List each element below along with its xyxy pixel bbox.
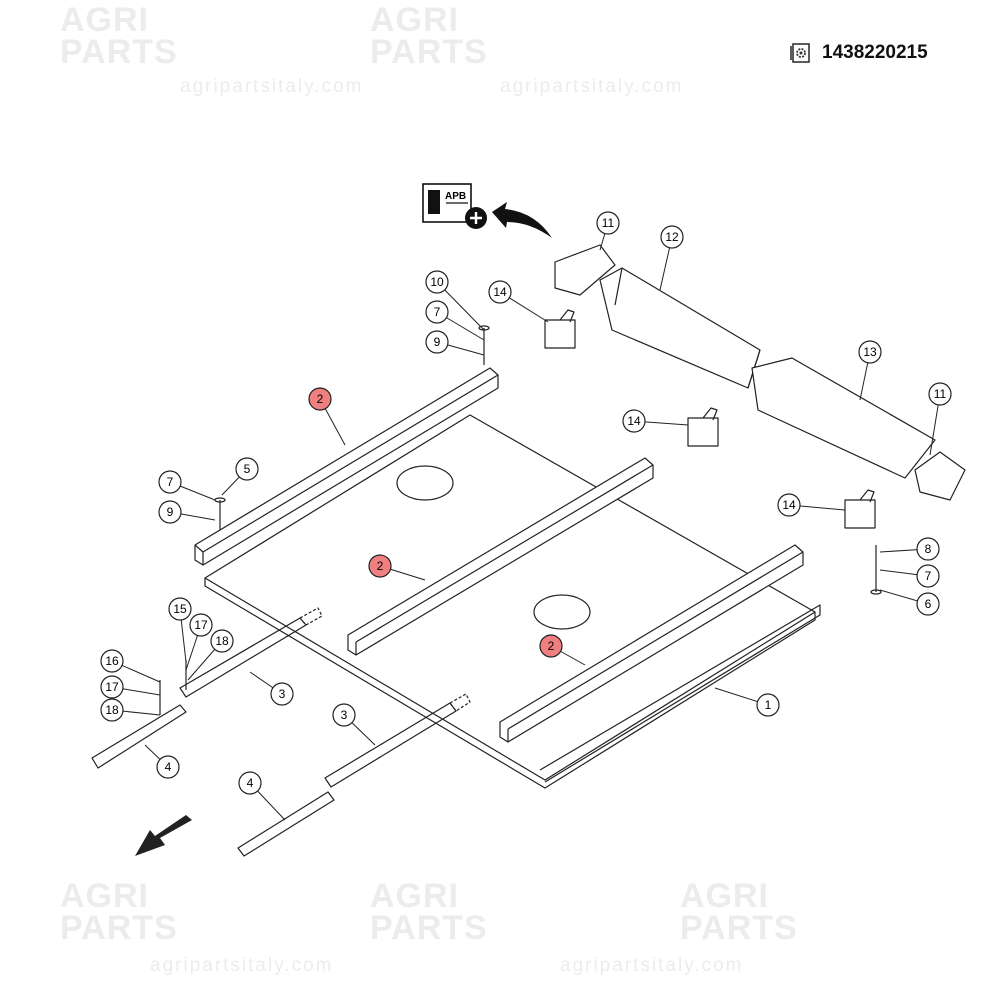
callout-15[interactable]: 15 bbox=[168, 597, 192, 621]
apb-add-badge[interactable]: APB bbox=[422, 183, 552, 238]
callout-10[interactable]: 10 bbox=[425, 270, 449, 294]
callout-number: 4 bbox=[247, 776, 254, 790]
front-strip[interactable] bbox=[91, 704, 187, 769]
apb-label: APB bbox=[445, 191, 466, 202]
callout-number: 18 bbox=[215, 634, 229, 648]
callout-number: 7 bbox=[434, 305, 441, 319]
callout-number: 8 bbox=[925, 542, 932, 556]
callout-number: 17 bbox=[194, 618, 208, 632]
callout-number: 4 bbox=[165, 760, 172, 774]
callout-number: 3 bbox=[279, 687, 286, 701]
callout-1[interactable]: 1 bbox=[756, 693, 780, 717]
plate-hole bbox=[396, 465, 454, 501]
callout-11[interactable]: 11 bbox=[928, 382, 952, 406]
callout-number: 6 bbox=[925, 597, 932, 611]
direction-arrow-icon bbox=[135, 815, 192, 856]
callout-3[interactable]: 3 bbox=[270, 682, 294, 706]
bracket-14[interactable] bbox=[544, 309, 576, 349]
bolt bbox=[478, 325, 490, 365]
callout-12[interactable]: 12 bbox=[660, 225, 684, 249]
callout-number: 9 bbox=[167, 505, 174, 519]
side-strip[interactable] bbox=[539, 604, 821, 783]
callout-9[interactable]: 9 bbox=[425, 330, 449, 354]
callout-2[interactable]: 2 bbox=[539, 634, 563, 658]
callout-number: 3 bbox=[341, 708, 348, 722]
callout-number: 17 bbox=[105, 680, 119, 694]
callout-6[interactable]: 6 bbox=[916, 592, 940, 616]
callout-number: 5 bbox=[244, 462, 251, 476]
front-strip[interactable] bbox=[237, 791, 335, 857]
callout-8[interactable]: 8 bbox=[916, 537, 940, 561]
callout-7[interactable]: 7 bbox=[916, 564, 940, 588]
callout-5[interactable]: 5 bbox=[235, 457, 259, 481]
callout-number: 9 bbox=[434, 335, 441, 349]
part-code-header: 1438220215 bbox=[790, 42, 928, 64]
callout-7[interactable]: 7 bbox=[425, 300, 449, 324]
part-code: 1438220215 bbox=[822, 42, 928, 63]
bolt bbox=[214, 497, 226, 530]
connector-strip[interactable] bbox=[324, 702, 457, 788]
callout-7[interactable]: 7 bbox=[158, 470, 182, 494]
callout-number: 11 bbox=[934, 387, 947, 401]
callout-14[interactable]: 14 bbox=[488, 280, 512, 304]
duct-12[interactable] bbox=[599, 267, 761, 389]
callout-4[interactable]: 4 bbox=[238, 771, 262, 795]
callout-13[interactable]: 13 bbox=[858, 340, 882, 364]
callout-17[interactable]: 17 bbox=[189, 613, 213, 637]
callout-number: 10 bbox=[430, 275, 444, 289]
callout-number: 7 bbox=[925, 569, 932, 583]
callout-17[interactable]: 17 bbox=[100, 675, 124, 699]
callout-number: 2 bbox=[317, 392, 324, 406]
callout-number: 1 bbox=[765, 698, 772, 712]
callout-18[interactable]: 18 bbox=[100, 698, 124, 722]
callout-3[interactable]: 3 bbox=[332, 703, 356, 727]
callout-number: 11 bbox=[602, 216, 615, 230]
callout-14[interactable]: 14 bbox=[777, 493, 801, 517]
callout-2[interactable]: 2 bbox=[308, 387, 332, 411]
duct-11[interactable] bbox=[914, 451, 966, 501]
callout-number: 12 bbox=[665, 230, 679, 244]
callout-18[interactable]: 18 bbox=[210, 629, 234, 653]
callout-number: 7 bbox=[167, 475, 174, 489]
duct-11[interactable] bbox=[554, 244, 616, 296]
callout-2[interactable]: 2 bbox=[368, 554, 392, 578]
bracket-14[interactable] bbox=[844, 489, 876, 529]
callout-number: 13 bbox=[863, 345, 877, 359]
callout-9[interactable]: 9 bbox=[158, 500, 182, 524]
callout-number: 14 bbox=[782, 498, 796, 512]
callout-4[interactable]: 4 bbox=[156, 755, 180, 779]
callout-14[interactable]: 14 bbox=[622, 409, 646, 433]
bolt bbox=[870, 545, 882, 595]
callout-number: 2 bbox=[377, 559, 384, 573]
callout-number: 14 bbox=[627, 414, 641, 428]
plate-hole bbox=[533, 594, 591, 630]
duct-13[interactable] bbox=[751, 357, 936, 479]
callout-number: 14 bbox=[493, 285, 507, 299]
callout-16[interactable]: 16 bbox=[100, 649, 124, 673]
add-to-cart-icon[interactable] bbox=[465, 207, 487, 229]
gear-document-icon bbox=[790, 43, 810, 63]
bracket-14[interactable] bbox=[687, 407, 719, 447]
callout-number: 16 bbox=[105, 654, 119, 668]
callout-11[interactable]: 11 bbox=[596, 211, 620, 235]
callout-number: 2 bbox=[548, 639, 555, 653]
callout-number: 18 bbox=[105, 703, 119, 717]
callout-number: 15 bbox=[173, 602, 187, 616]
